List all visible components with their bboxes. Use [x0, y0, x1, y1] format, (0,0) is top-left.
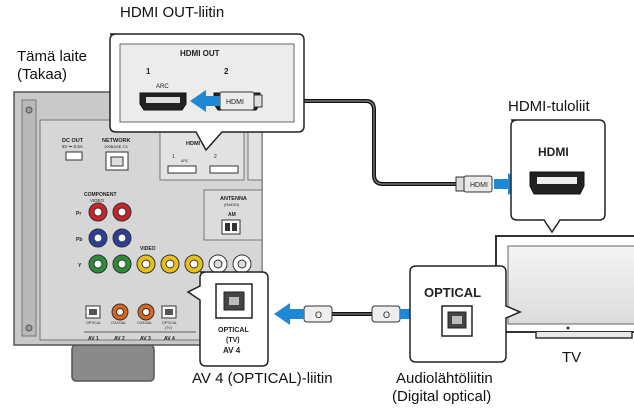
jack-video-3: [184, 254, 204, 274]
jack-pb-1: [88, 228, 108, 248]
tv-caption: TV: [562, 349, 582, 366]
device-label-line2: (Takaa): [17, 66, 68, 83]
hdmi-in-callout-title: HDMI-tuloliit: [508, 98, 590, 115]
av3-label: AV 3: [140, 336, 151, 342]
optical-cable: O O: [303, 305, 402, 323]
device-label-line1: Tämä laite: [17, 48, 88, 65]
zoom-hdmi-port-2-num: 2: [224, 67, 229, 76]
video-label: VIDEO: [140, 246, 156, 252]
pr-label: Pr: [76, 211, 81, 217]
av4-optical-small-label: OPTICAL: [162, 321, 177, 325]
av2-label: AV 2: [114, 336, 125, 342]
zoom-tv-optical-title: OPTICAL: [424, 285, 481, 300]
hdmi-small-arc: ARC: [181, 159, 189, 163]
tv-stand: [535, 332, 633, 339]
zoom-hdmi-out-title: HDMI OUT: [180, 49, 220, 58]
av4-tv-small-label: (TV): [165, 326, 172, 330]
av2-coaxial-label: COAXIAL: [111, 321, 126, 325]
jack-video-2: [160, 254, 180, 274]
jack-audio-1: [208, 254, 228, 274]
pb-label: Pb: [76, 237, 82, 243]
network-sub-label: 100BASE-TX: [104, 144, 128, 149]
zoom-callout-hdmi-in: HDMI: [510, 119, 606, 234]
jack-pr-1: [88, 202, 108, 222]
jack-pb-2: [112, 228, 132, 248]
jack-pr-2: [112, 202, 132, 222]
network-label: NETWORK: [102, 138, 130, 144]
dc-out-port: [65, 151, 83, 161]
tv: [495, 235, 634, 339]
av1-optical-port-small: [85, 305, 101, 319]
hdmi-small-num-2: 2: [214, 154, 217, 160]
zoom-hdmi-plug-label: HDMI: [226, 99, 244, 106]
hdmi-small-num-1: 1: [172, 154, 175, 160]
arrow-to-av4: [274, 303, 304, 325]
hdmi-cable-plug: HDMI: [455, 175, 493, 193]
zoom-av4-optical-line1: OPTICAL: [218, 327, 249, 334]
antenna-sub-label: (RADIO): [224, 202, 240, 207]
av3-coaxial-label: COAXIAL: [137, 321, 152, 325]
zoom-callout-av4-optical: OPTICAL (TV) AV 4: [186, 271, 269, 367]
zoom-hdmi-port-1-num: 1: [146, 67, 151, 76]
zoom-hdmi-in-title: HDMI: [538, 145, 569, 159]
av1-optical-label: OPTICAL: [86, 321, 101, 325]
zoom-hdmi-arrow: [190, 90, 220, 112]
av4-optical-port-small: [161, 305, 177, 319]
optical-plug-right-label: O: [383, 310, 390, 320]
jack-y-2: [112, 254, 132, 274]
tv-screen: [507, 245, 634, 325]
jack-video-1: [136, 254, 156, 274]
am-terminal: [221, 219, 241, 235]
arrow-to-tv-hdmi: [494, 173, 524, 195]
optical-plug-left-label: O: [315, 310, 322, 320]
y-label: Y: [78, 263, 82, 269]
audio-out-caption-line2: (Digital optical): [392, 388, 492, 405]
dc-out-label: DC OUT: [62, 138, 84, 144]
zoom-av4-optical-line2: (TV): [226, 337, 240, 344]
zoom-av4-optical-line3: AV 4: [223, 346, 241, 355]
am-label: AM: [228, 212, 236, 218]
hdmi-out-callout-title: HDMI OUT-liitin: [120, 4, 225, 21]
av4-label: AV 4: [164, 336, 175, 342]
av1-label: AV 1: [88, 336, 99, 342]
component-label: COMPONENT: [84, 192, 117, 198]
jack-y-1: [88, 254, 108, 274]
hdmi-out-port-1-small: [167, 165, 197, 174]
hdmi-cable-plug-label: HDMI: [470, 182, 488, 189]
jack-audio-2: [232, 254, 252, 274]
audio-out-caption-line1: Audiolähtöliitin: [396, 370, 493, 387]
zoom-callout-tv-optical: OPTICAL: [409, 265, 522, 363]
hdmi-out-small-label: HDMI OUT: [186, 141, 214, 147]
zoom-hdmi-arc-label: ARC: [156, 84, 169, 90]
receiver-foot: [71, 344, 155, 382]
antenna-label: ANTENNA: [220, 196, 247, 202]
dc-out-rating: 5V ⎓ 0.5A: [62, 144, 83, 149]
component-sub-label: VIDEO: [90, 198, 105, 203]
av4-optical-caption: AV 4 (OPTICAL)-liitin: [192, 370, 333, 387]
zoom-callout-hdmi-out: HDMI OUT 1 2 ARC HDMI: [109, 33, 305, 152]
av2-coaxial-jack: [111, 303, 129, 321]
hdmi-out-port-2-small: [209, 165, 239, 174]
av3-coaxial-jack: [137, 303, 155, 321]
